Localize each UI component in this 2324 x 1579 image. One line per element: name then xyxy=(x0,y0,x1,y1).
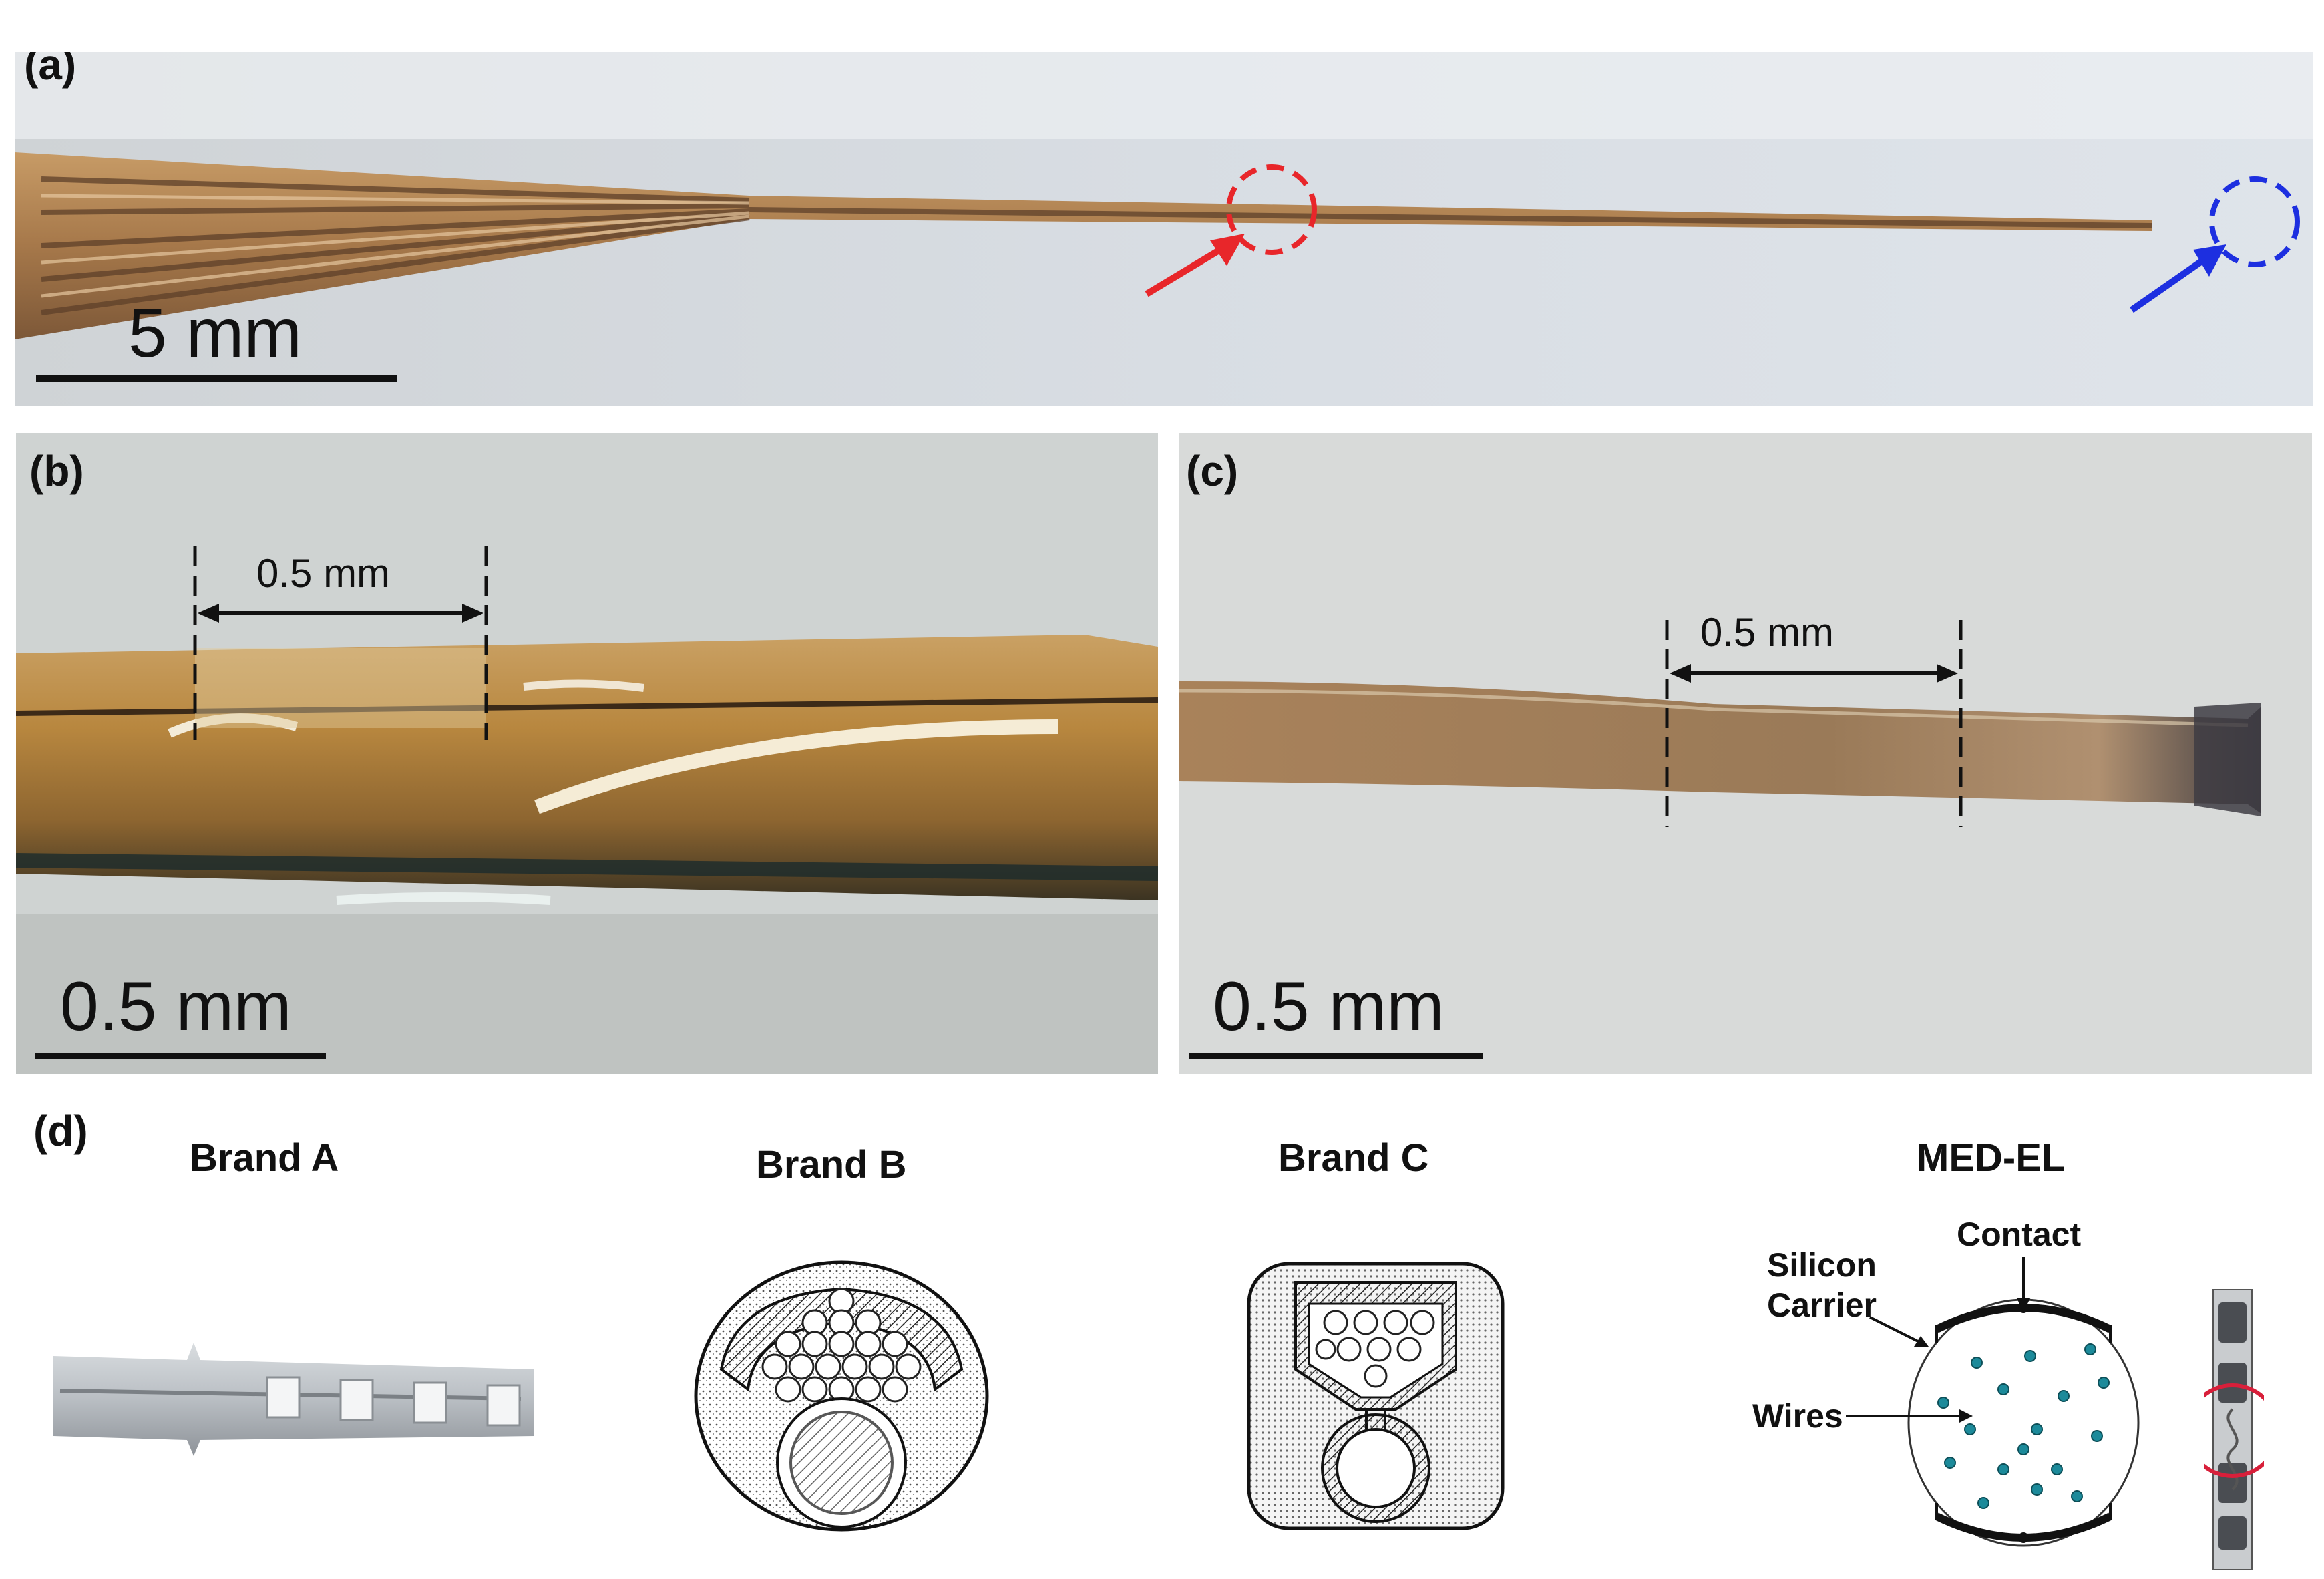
blue-arrow xyxy=(2130,253,2210,313)
panel-c-photo: (c) 0.5 mm 0.5 mm xyxy=(1179,433,2312,1074)
contact-annotation: Contact xyxy=(1957,1216,2082,1253)
silicon-carrier-annotation-line1: Silicon xyxy=(1767,1246,1877,1284)
red-marker-circle xyxy=(1226,164,1317,255)
med-el-label: MED-EL xyxy=(1917,1136,2066,1180)
red-arrow xyxy=(1145,242,1229,297)
panel-c-dimension-label: 0.5 mm xyxy=(1700,610,1834,655)
panel-a-photo: (a) 5 mm xyxy=(15,52,2313,406)
panel-c-scale-label: 0.5 mm xyxy=(1213,968,1444,1045)
wires-annotation: Wires xyxy=(1752,1397,1843,1435)
brand-c-cross-section xyxy=(1247,1262,1505,1530)
panel-b-image xyxy=(16,433,1158,1074)
panel-a-image xyxy=(15,52,2313,406)
brand-c-label: Brand C xyxy=(1278,1136,1429,1180)
brand-b-cross-section xyxy=(694,1260,989,1532)
panel-b-dimension-label: 0.5 mm xyxy=(256,551,391,596)
brand-a-label: Brand A xyxy=(190,1136,339,1180)
panel-b-label: (b) xyxy=(29,447,84,495)
blue-marker-circle xyxy=(2209,176,2300,267)
panel-b-photo: (b) 0.5 mm 0.5 mm xyxy=(16,433,1158,1074)
panel-b-scale-bar xyxy=(35,1053,326,1059)
electrode-array xyxy=(15,152,2152,339)
panel-c-scale-bar xyxy=(1189,1053,1483,1059)
brand-a-electrode xyxy=(53,1343,534,1456)
brand-b-label: Brand B xyxy=(756,1143,907,1186)
silicon-carrier-annotation-line2: Carrier xyxy=(1767,1286,1877,1324)
panel-c-label: (c) xyxy=(1186,447,1239,495)
med-el-cross-section xyxy=(1907,1298,2140,1547)
electrode-tip xyxy=(1179,681,2261,814)
panel-a-label: (a) xyxy=(24,52,77,89)
panel-a-scale-label: 5 mm xyxy=(128,295,302,372)
panel-d-label: (d) xyxy=(33,1107,88,1155)
panel-c-image xyxy=(1179,433,2312,1074)
panel-b-scale-label: 0.5 mm xyxy=(60,968,292,1045)
med-el-annotation-arrows xyxy=(1846,1257,2030,1423)
med-el-electrode-strip xyxy=(2204,1289,2264,1570)
panel-a-scale-bar xyxy=(36,375,397,382)
